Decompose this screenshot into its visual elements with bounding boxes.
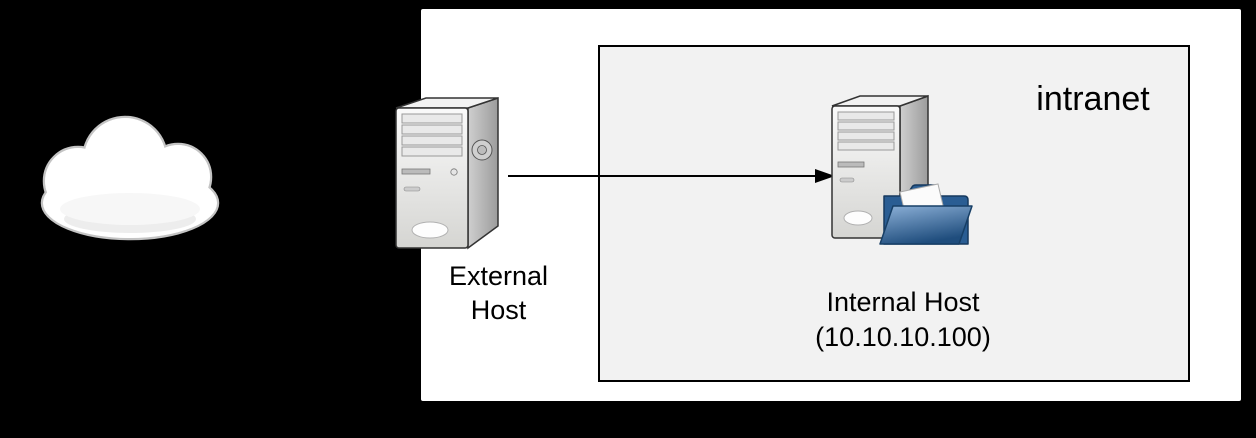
intranet-label: intranet [1036,80,1150,118]
floppy-slot [837,161,865,168]
external-host-label: External Host [416,259,581,327]
computer-tower-icon [395,96,499,250]
internal-host-label-line2: (10.10.10.100) [815,322,991,352]
badge-detail [403,186,421,192]
badge-detail [839,177,855,183]
power-button-detail [450,168,458,176]
external-host-icon [395,96,499,250]
internal-host-label: Internal Host (10.10.10.100) [790,285,1016,355]
folder-icon [879,183,973,245]
drive-bays [837,111,895,151]
internal-host-icon [831,94,973,245]
drive-bays [401,113,463,157]
cloud-icon [40,115,220,241]
floppy-slot [401,168,431,175]
connection-arrow-icon [508,169,835,183]
front-oval-detail [843,210,873,226]
external-host-label-line1: External [448,261,549,291]
front-oval-detail [411,221,449,239]
external-host-label-line2: Host [470,295,527,325]
internal-host-label-line1: Internal Host [826,287,980,317]
